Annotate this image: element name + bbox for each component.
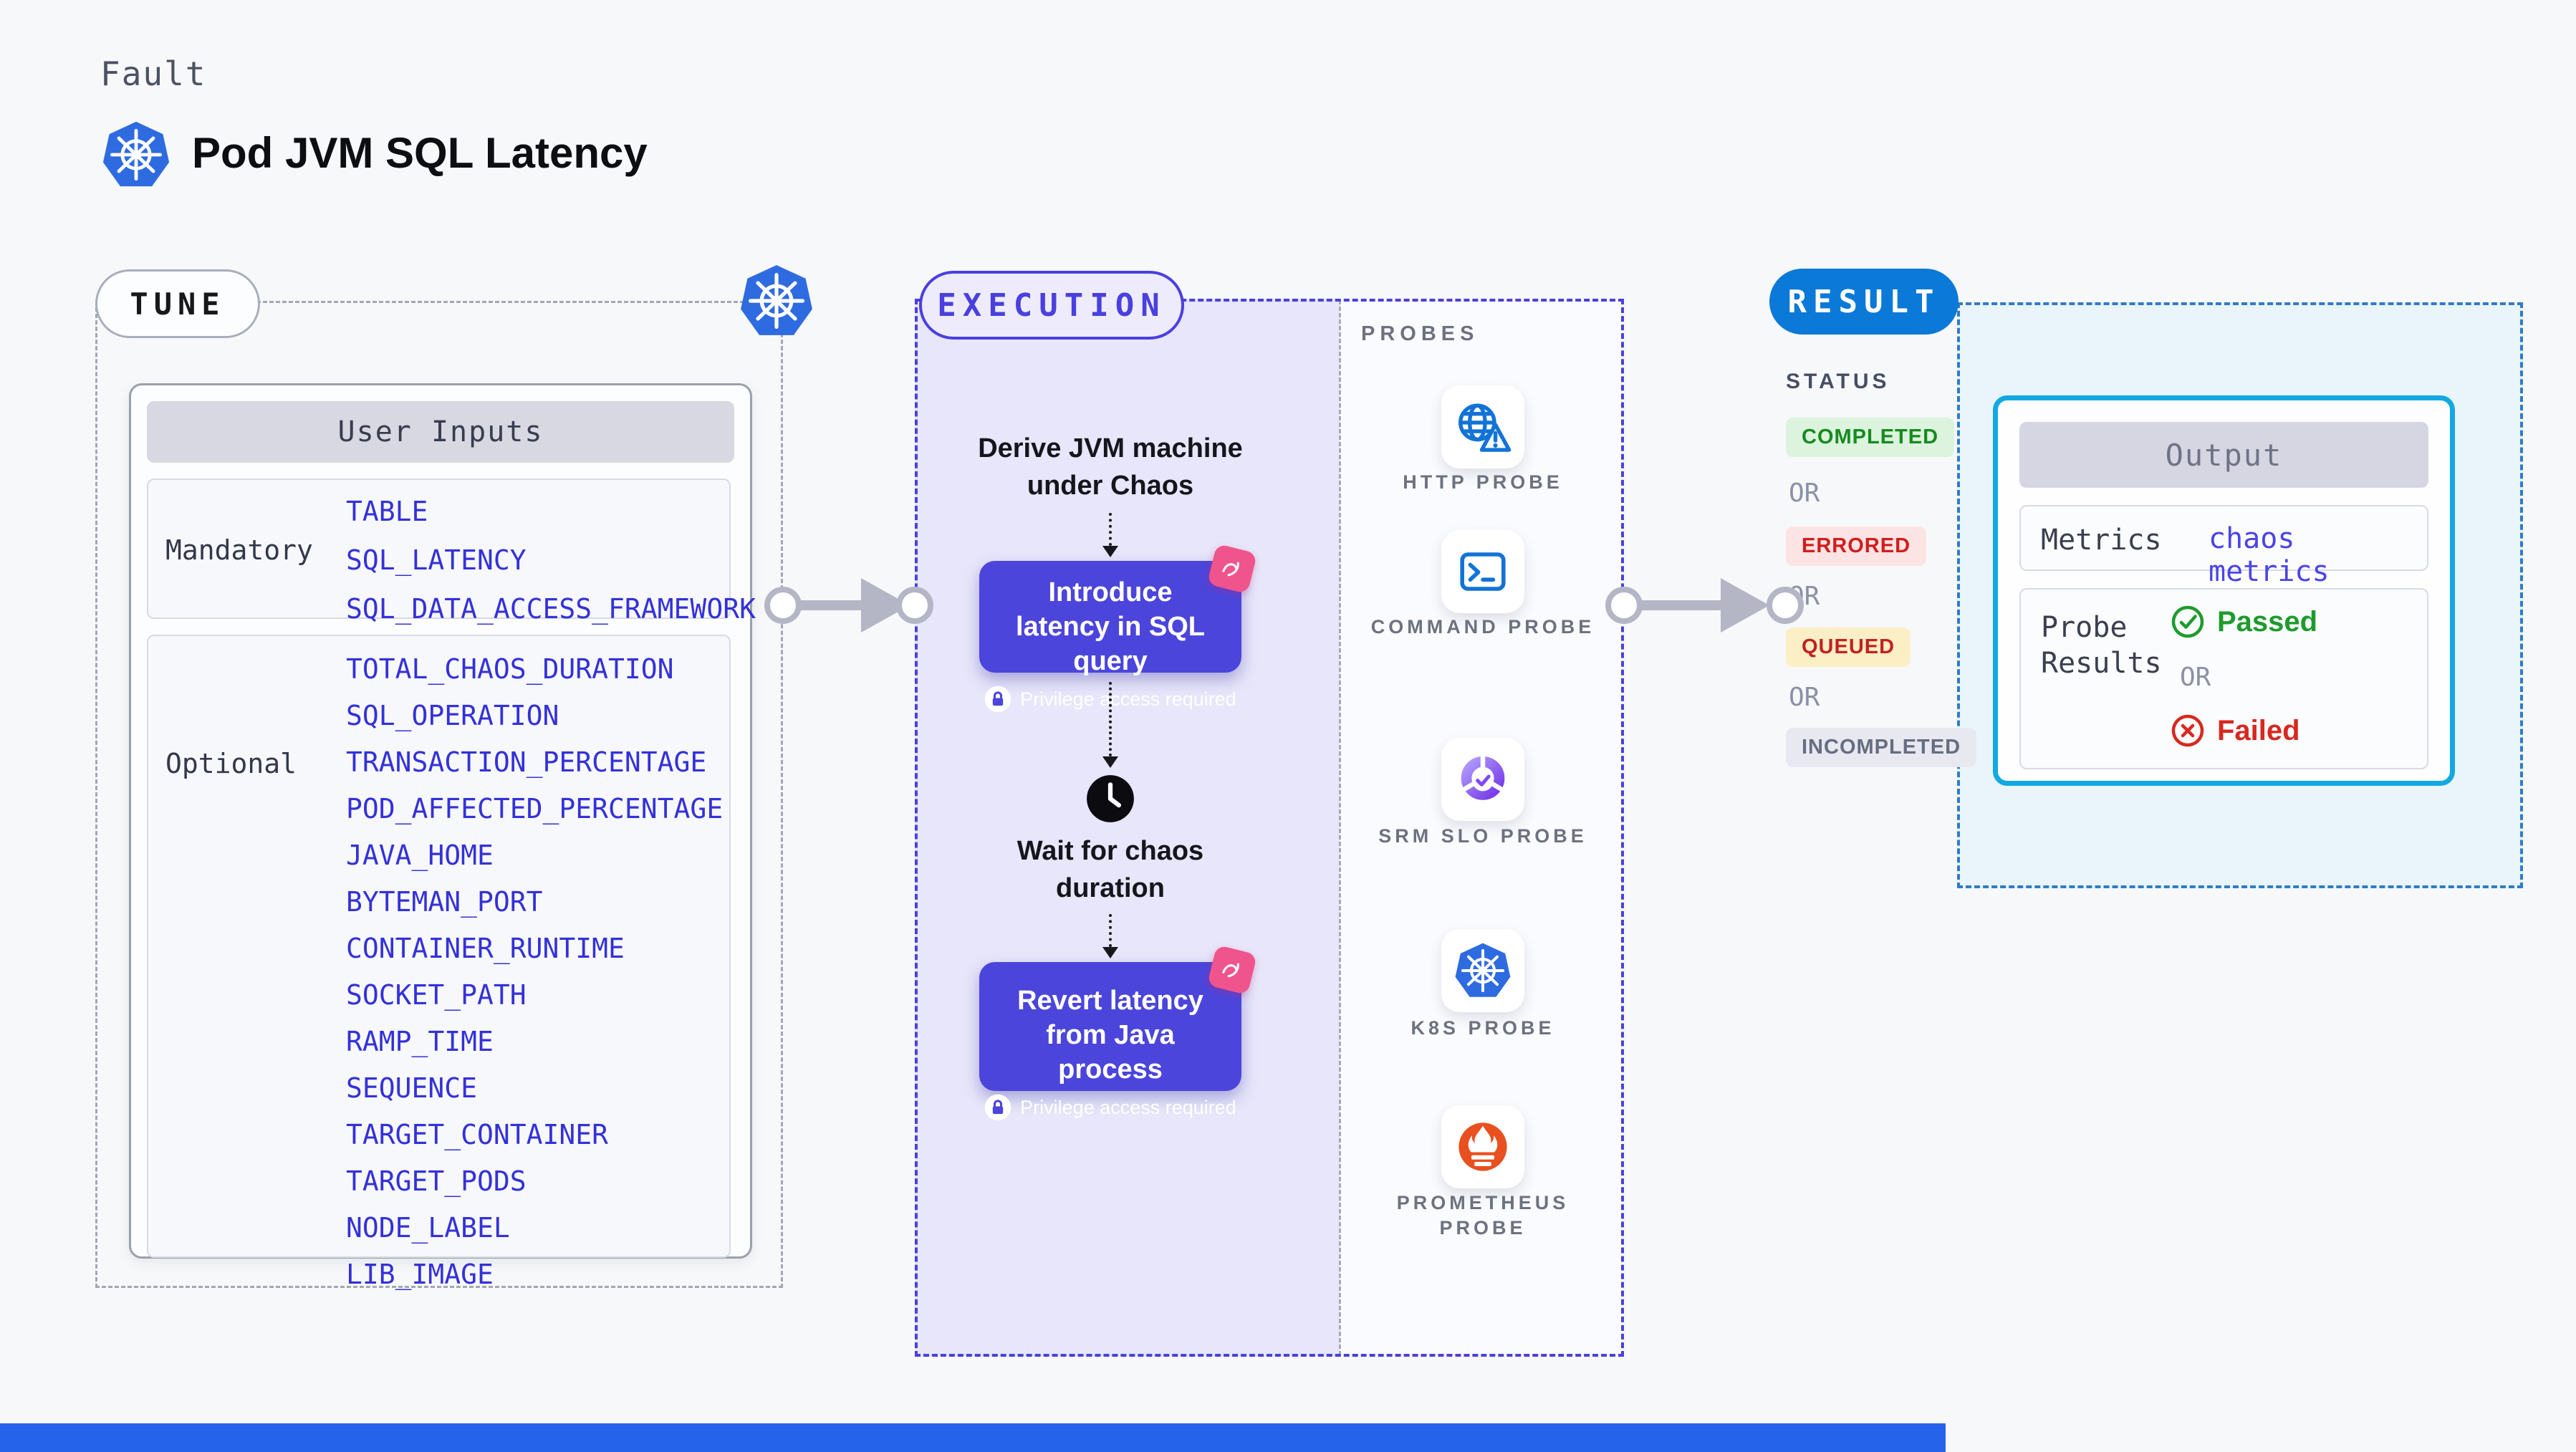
metrics-row: Metrics chaos metrics [2019,505,2428,588]
command-probe-label: COMMAND PROBE [1370,616,1595,638]
param-value: SQL_LATENCY [346,544,527,576]
action-title: Introduce latency in SQL query [1016,577,1205,676]
or-separator: OR [2180,663,2211,692]
metrics-value: chaos metrics [2209,522,2330,588]
mandatory-values: TABLE SQL_LATENCY SQL_DATA_ACCESS_FRAMEW… [346,496,756,625]
user-inputs-header: User Inputs [147,401,734,463]
param-value: TARGET_PODS [346,1165,527,1197]
param-value: TRANSACTION_PERCENTAGE [346,746,707,778]
param-value: SOCKET_PATH [346,979,527,1011]
param-value: CONTAINER_RUNTIME [346,933,625,964]
kubernetes-corner-icon [739,264,814,338]
param-value: SEQUENCE [346,1072,478,1104]
status-completed-chip: COMPLETED [1786,418,1955,457]
flow-connector [1109,914,1112,947]
probe-results-label: Probe Results [2041,611,2162,680]
param-value: NODE_LABEL [346,1212,510,1244]
globe-alert-icon [1453,399,1513,455]
chaos-icon [1213,951,1251,989]
probe-results-row: Probe Results Passed OR Failed [2019,588,2428,769]
k8s-probe-label: K8S PROBE [1410,1017,1555,1039]
footer-bar [0,1423,1946,1452]
srm-slo-probe-label: SRM SLO PROBE [1378,825,1587,847]
prometheus-icon [1453,1117,1513,1177]
tune-to-execution-arrow [764,578,933,633]
kubernetes-icon [102,120,170,189]
tune-container [95,301,783,1288]
param-value: POD_AFFECTED_PERCENTAGE [346,793,724,824]
flow-connector [1109,513,1112,546]
privilege-row: Privilege access required [979,686,1241,717]
output-header: Output [2019,422,2428,488]
kubernetes-icon [1454,942,1512,999]
flow-arrowhead [1102,756,1118,768]
passed-text: Passed [2217,605,2318,638]
result-badge: RESULT [1769,269,1959,335]
tune-badge: TUNE [95,269,260,338]
status-incompleted-chip: INCOMPLETED [1786,728,1977,767]
param-value: LIB_IMAGE [346,1259,494,1290]
prometheus-probe-label: PROMETHEUS PROBE [1396,1192,1570,1239]
flow-arrowhead [1102,546,1118,557]
fault-kicker: Fault [100,54,207,93]
status-errored-chip: ERRORED [1786,527,1927,566]
srm-slo-probe-card [1441,738,1524,821]
status-queued-chip: QUEUED [1786,628,1911,667]
status-label: STATUS [1786,370,1890,393]
execution-probes-divider [1339,300,1341,1355]
param-value: TARGET_CONTAINER [346,1119,609,1150]
terminal-icon [1454,543,1512,600]
page-title: Pod JVM SQL Latency [192,129,648,177]
clock-icon [1085,774,1135,824]
param-value: JAVA_HOME [346,840,494,871]
action-revert-latency: Revert latency from Java process Privile… [979,944,1258,1091]
lock-icon [984,1094,1011,1121]
check-circle-icon [2170,604,2206,640]
param-value: RAMP_TIME [346,1026,494,1057]
k8s-probe-card [1441,929,1524,1012]
slo-donut-icon [1453,750,1512,809]
step-derive-jvm: Derive JVM machine under Chaos [978,433,1243,501]
optional-values: TOTAL_CHAOS_DURATION SQL_OPERATION TRANS… [346,653,723,1290]
execution-to-result-arrow [1605,578,1804,633]
param-value: TOTAL_CHAOS_DURATION [346,653,674,685]
chaos-icon [1213,549,1251,587]
http-probe-label: HTTP PROBE [1403,471,1563,493]
execution-panel [915,299,1340,1357]
param-value: TABLE [346,496,428,527]
param-value: SQL_OPERATION [346,700,559,731]
execution-badge: EXECUTION [919,271,1184,340]
privilege-note: Privilege access required [1020,688,1236,710]
passed-indicator: Passed [2170,604,2317,640]
privilege-note: Privilege access required [1020,1096,1236,1118]
failed-indicator: Failed [2170,713,2300,749]
step-wait-duration: Wait for chaos duration [1017,836,1204,903]
privilege-row: Privilege access required [979,1094,1241,1125]
param-value: BYTEMAN_PORT [346,886,543,918]
failed-text: Failed [2217,714,2300,746]
lock-icon [984,686,1011,713]
action-title: Revert latency from Java process [1017,986,1203,1085]
flow-arrowhead [1102,947,1118,958]
metrics-label: Metrics [2041,524,2162,557]
or-separator: OR [1789,479,1820,508]
flow-connector [1109,682,1112,756]
x-circle-icon [2170,713,2206,749]
http-probe-card [1441,385,1524,468]
output-card: Output Metrics chaos metrics Probe Resul… [1993,395,2455,786]
prometheus-probe-card [1441,1105,1524,1188]
action-introduce-latency: Introduce latency in SQL query Privilege… [979,543,1258,673]
mandatory-label: Mandatory [165,534,313,566]
optional-label: Optional [165,748,297,779]
optional-row: Optional TOTAL_CHAOS_DURATION SQL_OPERAT… [147,635,731,1290]
mandatory-row: Mandatory TABLE SQL_LATENCY SQL_DATA_ACC… [147,479,756,625]
param-value: SQL_DATA_ACCESS_FRAMEWORK [346,593,756,625]
probes-label: PROBES [1361,322,1479,345]
or-separator: OR [1789,683,1820,712]
command-probe-card [1441,530,1524,613]
